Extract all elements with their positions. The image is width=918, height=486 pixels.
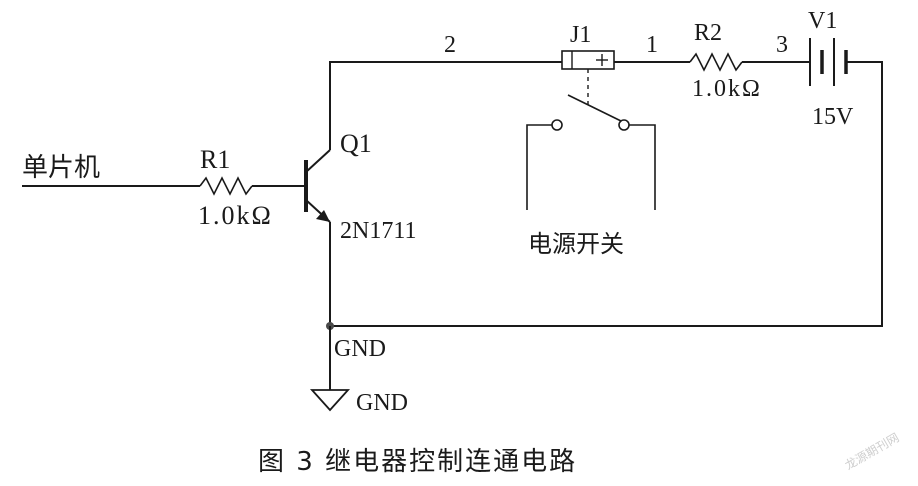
battery-name: V1 (808, 8, 837, 34)
switch-right-lead (629, 124, 656, 210)
collector-top-wire (329, 61, 562, 150)
q1-name: Q1 (340, 129, 372, 158)
q1-emitter-arrow (316, 210, 330, 222)
node-3-label: 3 (776, 32, 788, 58)
relay-j1-name: J1 (570, 22, 591, 48)
r2-resistor (689, 52, 743, 72)
r1-value: 1.0kΩ (198, 201, 273, 230)
node-2-label: 2 (444, 32, 456, 58)
r1-resistor (199, 176, 253, 196)
node-1-label: 1 (646, 32, 658, 58)
r2-value: 1.0kΩ (692, 76, 762, 102)
switch-label: 电源开关 (528, 230, 624, 258)
q1-collector-lead (305, 149, 331, 173)
switch-left-lead (526, 124, 552, 210)
switch-blade (567, 94, 622, 122)
gnd-symbol-label: GND (356, 390, 408, 416)
battery-value: 15V (812, 104, 854, 130)
mcu-label: 单片机 (22, 153, 100, 183)
watermark: 龙源期刊网 (843, 430, 902, 472)
r2-name: R2 (694, 20, 722, 46)
return-wire (330, 61, 883, 327)
r1-name: R1 (200, 145, 230, 174)
figure-caption: 图 3 继电器控制连通电路 (258, 447, 577, 477)
ground-symbol (309, 389, 351, 412)
switch-left-contact (551, 119, 563, 131)
q1-model: 2N1711 (340, 218, 416, 244)
gnd-node-label: GND (334, 336, 386, 362)
